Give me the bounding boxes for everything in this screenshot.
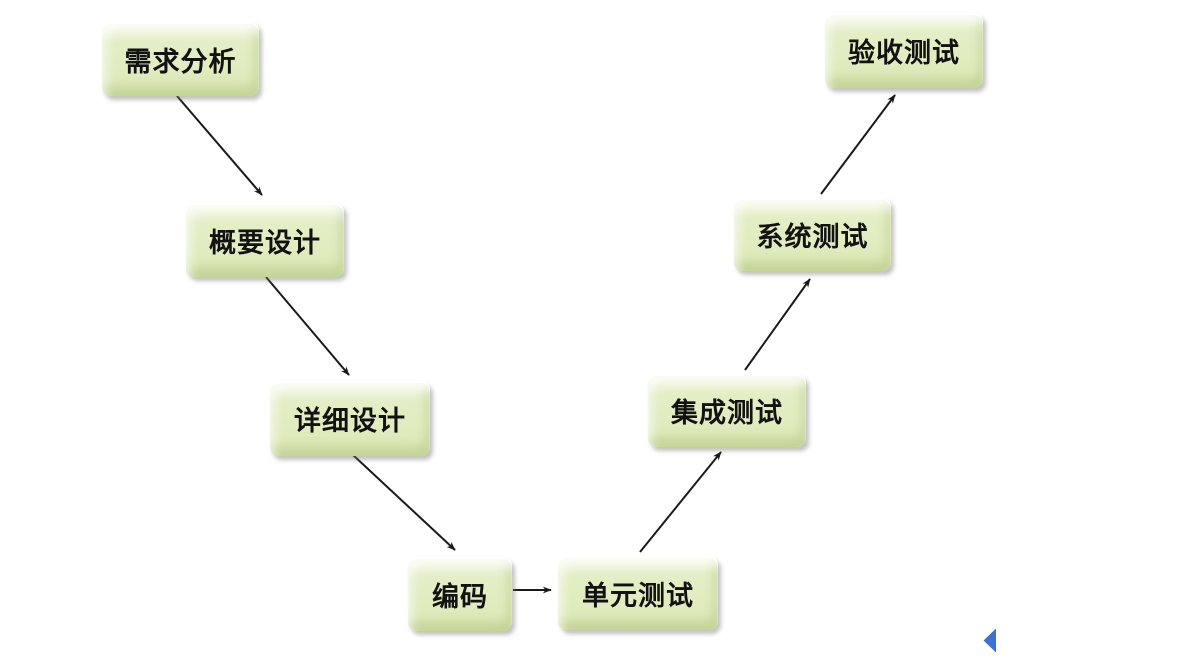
node-label: 集成测试 [671, 398, 783, 428]
nav-previous-icon[interactable] [983, 628, 997, 653]
node-outline-design: 概要设计 [186, 203, 344, 277]
node-label: 概要设计 [209, 227, 321, 258]
node-label: 单元测试 [582, 580, 694, 611]
node-requirements-analysis: 需求分析 [102, 22, 259, 96]
arrow-outline-to-detailed [265, 276, 350, 376]
arrow-unit-to-integration [639, 451, 722, 553]
node-label: 需求分析 [124, 46, 237, 77]
arrow-system-to-acceptance [820, 94, 896, 195]
node-integration-test: 集成测试 [648, 374, 806, 447]
node-acceptance-test: 验收测试 [825, 13, 983, 88]
node-label: 详细设计 [294, 406, 406, 436]
node-coding: 编码 [408, 557, 512, 631]
node-detailed-design: 详细设计 [270, 381, 430, 456]
arrow-requirements-to-outline [176, 95, 263, 196]
node-label: 系统测试 [756, 222, 869, 252]
arrow-integration-to-system [744, 278, 811, 371]
node-unit-test: 单元测试 [558, 556, 718, 630]
node-label: 验收测试 [848, 38, 960, 68]
node-label: 编码 [432, 581, 488, 612]
node-system-test: 系统测试 [734, 198, 891, 271]
arrow-detailed-to-coding [352, 454, 456, 551]
